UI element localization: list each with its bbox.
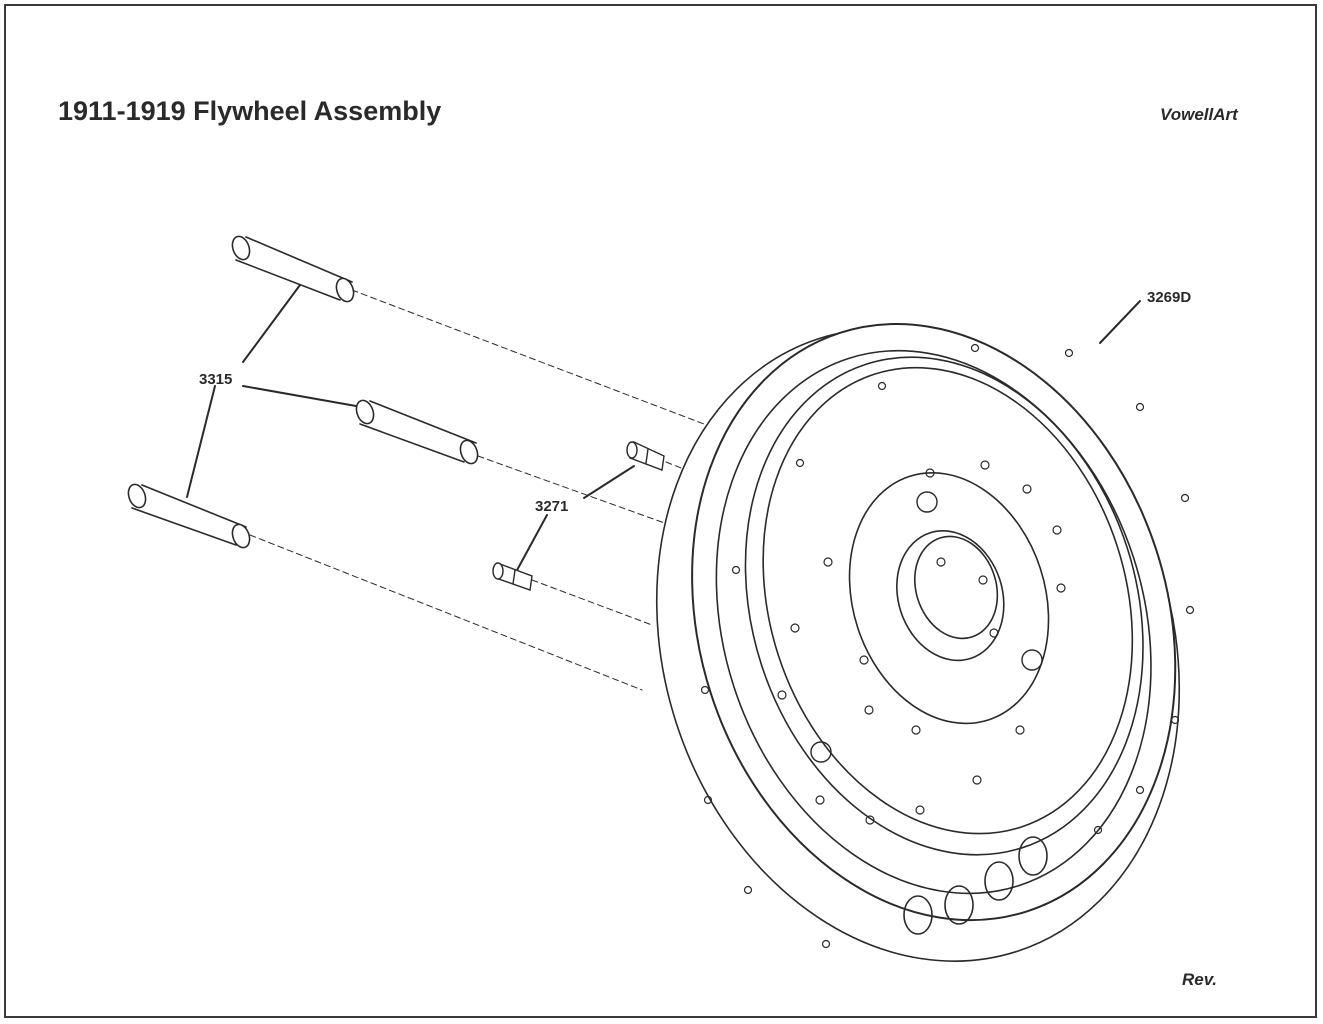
pin-3315-top: [231, 235, 355, 303]
pin-3315-middle: [355, 399, 479, 465]
brand-label: VowellArt: [1160, 105, 1238, 124]
callout-studs: 3271: [535, 498, 569, 515]
rim-bolt-holes: [700, 343, 1195, 949]
drawing-border: [4, 4, 1317, 1018]
flywheel-3269D: [655, 323, 1181, 962]
stud-3271-upper: [626, 441, 665, 471]
pin-3315-bottom: [127, 483, 251, 549]
face-holes: [777, 460, 1066, 825]
drawing-title: 1911-1919 Flywheel Assembly: [58, 96, 442, 126]
stud-3271-lower: [492, 562, 533, 591]
leader-lines: [186, 284, 1141, 573]
callout-pins: 3315: [199, 371, 233, 388]
revision-label: Rev.: [1182, 970, 1217, 989]
callout-flywheel: 3269D: [1147, 289, 1192, 306]
hub-lobes: [810, 491, 1043, 763]
rim-pockets: [903, 836, 1048, 935]
